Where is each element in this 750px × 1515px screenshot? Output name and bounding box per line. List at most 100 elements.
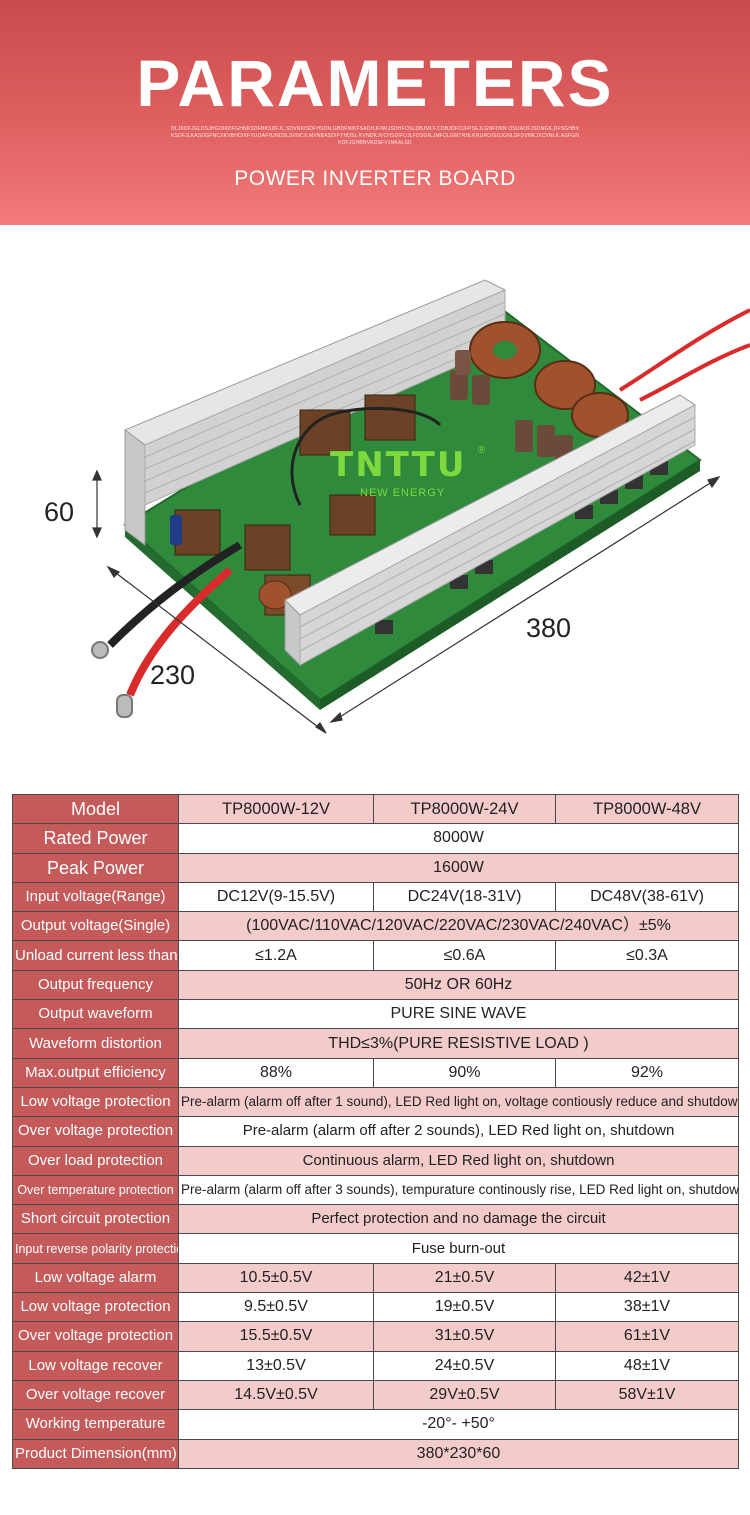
row-label: Over voltage protection xyxy=(12,1321,179,1352)
registered-mark: ® xyxy=(478,445,486,456)
row-label: Peak Power xyxy=(12,852,179,883)
ring-terminal-black xyxy=(91,641,109,659)
front-heatsink xyxy=(284,394,696,667)
cell-value: 14.5V±0.5V xyxy=(178,1379,374,1411)
cell-value: 88% xyxy=(178,1057,374,1088)
row-label: Output waveform xyxy=(12,999,179,1030)
table-row: Max.output efficiency 88% 90% 92% xyxy=(12,1057,739,1088)
red-output-cable-1 xyxy=(618,308,750,392)
brand-tagline: NEW ENERGY xyxy=(360,487,446,499)
table-row: Input voltage(Range) DC12V(9-15.5V) DC24… xyxy=(12,881,739,913)
row-label: Input reverse polarity protection xyxy=(12,1233,179,1264)
cell-value: -20°- +50° xyxy=(178,1409,739,1440)
cell-value: Pre-alarm (alarm off after 1 sound), LED… xyxy=(178,1086,739,1118)
table-row: Low voltage protection Pre-alarm (alarm … xyxy=(12,1086,739,1118)
cell-value: ≤0.3A xyxy=(555,940,739,971)
cell-value: DC48V(38-61V) xyxy=(555,881,739,913)
dimension-lines xyxy=(92,469,721,734)
cell-value: Pre-alarm (alarm off after 3 sounds), te… xyxy=(178,1174,739,1206)
row-label: Rated Power xyxy=(12,823,179,854)
row-label: Input voltage(Range) xyxy=(12,881,179,913)
cell-value: 380*230*60 xyxy=(178,1438,739,1469)
cell-value: 29V±0.5V xyxy=(373,1379,556,1411)
cell-value: 24±0.5V xyxy=(373,1350,556,1381)
cell-value: 13±0.5V xyxy=(178,1350,374,1381)
cell-value: DC24V(18-31V) xyxy=(373,881,556,913)
cell-value: 90% xyxy=(373,1057,556,1088)
row-label: Over temperature protection xyxy=(12,1174,179,1206)
cell-value: 21±0.5V xyxy=(373,1262,556,1294)
header-banner: PARAMETERS OLJKDFJGLDSJHGOIKDFGHNKSDFBKS… xyxy=(0,0,750,225)
row-label: Over voltage recover xyxy=(12,1379,179,1411)
table-row: Input reverse polarity protection Fuse b… xyxy=(12,1233,739,1264)
cell-value: TP8000W-24V xyxy=(373,793,556,825)
row-label: Waveform distortion xyxy=(12,1028,179,1059)
row-label: Over voltage protection xyxy=(12,1116,179,1147)
row-label: Output voltage(Single) xyxy=(12,911,179,942)
cell-value: 42±1V xyxy=(555,1262,739,1294)
row-label: Short circuit protection xyxy=(12,1204,179,1235)
page-subtitle: POWER INVERTER BOARD xyxy=(234,167,516,190)
cell-value: PURE SINE WAVE xyxy=(178,999,739,1030)
row-label: Output frequency xyxy=(12,969,179,1001)
inverter-board-illustration xyxy=(91,279,750,734)
row-label: Unload current less than xyxy=(12,940,179,971)
table-row: Output voltage(Single) (100VAC/110VAC/12… xyxy=(12,911,739,942)
table-row: Over load protection Continuous alarm, L… xyxy=(12,1145,739,1176)
dimension-length-label: 380 xyxy=(526,613,572,643)
cell-value: TP8000W-48V xyxy=(555,793,739,825)
table-row: Unload current less than ≤1.2A ≤0.6A ≤0.… xyxy=(12,940,739,971)
row-label: Low voltage protection xyxy=(12,1086,179,1118)
red-cable xyxy=(126,566,233,697)
table-row: Low voltage recover 13±0.5V 24±0.5V 48±1… xyxy=(12,1350,739,1381)
row-label: Low voltage recover xyxy=(12,1350,179,1381)
cell-value: Pre-alarm (alarm off after 2 sounds), LE… xyxy=(178,1116,739,1147)
spec-table: Model TP8000W-12V TP8000W-24V TP8000W-48… xyxy=(12,793,739,1469)
cell-value: (100VAC/110VAC/120VAC/220VAC/230VAC/240V… xyxy=(178,911,739,942)
brand-logo: TNTTU xyxy=(330,445,467,485)
table-row: Working temperature -20°- +50° xyxy=(12,1409,739,1440)
table-row: Waveform distortion THD≤3%(PURE RESISTIV… xyxy=(12,1028,739,1059)
cell-value: ≤1.2A xyxy=(178,940,374,971)
product-image: TNTTU ® NEW ENERGY 60 230 380 xyxy=(0,225,750,785)
table-row: Peak Power 1600W xyxy=(12,852,739,883)
dimension-width-label: 230 xyxy=(150,660,196,690)
pcb-edge xyxy=(125,525,320,710)
cell-value: THD≤3%(PURE RESISTIVE LOAD ) xyxy=(178,1028,739,1059)
cell-value: ≤0.6A xyxy=(373,940,556,971)
table-row: Over voltage protection 15.5±0.5V 31±0.5… xyxy=(12,1321,739,1352)
table-row: Over temperature protection Pre-alarm (a… xyxy=(12,1174,739,1206)
table-row: Rated Power 8000W xyxy=(12,823,739,854)
table-row: Low voltage alarm 10.5±0.5V 21±0.5V 42±1… xyxy=(12,1262,739,1294)
black-signal-cable xyxy=(290,407,442,506)
black-cable xyxy=(107,541,243,648)
cell-value: Continuous alarm, LED Red light on, shut… xyxy=(178,1145,739,1176)
table-row: Over voltage protection Pre-alarm (alarm… xyxy=(12,1116,739,1147)
cell-value: 8000W xyxy=(178,823,739,854)
table-row: Short circuit protection Perfect protect… xyxy=(12,1204,739,1235)
cell-value: Perfect protection and no damage the cir… xyxy=(178,1204,739,1235)
row-label: Low voltage protection xyxy=(12,1292,179,1323)
toroid-coils xyxy=(258,321,629,610)
cell-value: 1600W xyxy=(178,852,739,883)
red-output-cable-2 xyxy=(639,343,750,402)
row-label: Product Dimension(mm) xyxy=(12,1438,179,1469)
table-row: Output waveform PURE SINE WAVE xyxy=(12,999,739,1030)
cell-value: 19±0.5V xyxy=(373,1292,556,1323)
ring-terminal-red xyxy=(116,694,133,718)
cell-value: 61±1V xyxy=(555,1321,739,1352)
back-heatsink xyxy=(124,279,507,546)
cell-value: 9.5±0.5V xyxy=(178,1292,374,1323)
row-label: Over load protection xyxy=(12,1145,179,1176)
cell-value: 50Hz OR 60Hz xyxy=(178,969,739,1001)
cell-value: 92% xyxy=(555,1057,739,1088)
table-row: Product Dimension(mm) 380*230*60 xyxy=(12,1438,739,1469)
table-row: Output frequency 50Hz OR 60Hz xyxy=(12,969,739,1001)
table-row: Low voltage protection 9.5±0.5V 19±0.5V … xyxy=(12,1292,739,1323)
row-label: Working temperature xyxy=(12,1409,179,1440)
pcb-edge-right xyxy=(320,460,700,710)
decorative-fine-print: OLJKDFJGLDSJHGOIKDFGHNKSDFBKSDFJL,SDVNKI… xyxy=(170,126,580,146)
cell-value: 10.5±0.5V xyxy=(178,1262,374,1294)
cell-value: 31±0.5V xyxy=(373,1321,556,1352)
table-row: Model TP8000W-12V TP8000W-24V TP8000W-48… xyxy=(12,793,739,825)
